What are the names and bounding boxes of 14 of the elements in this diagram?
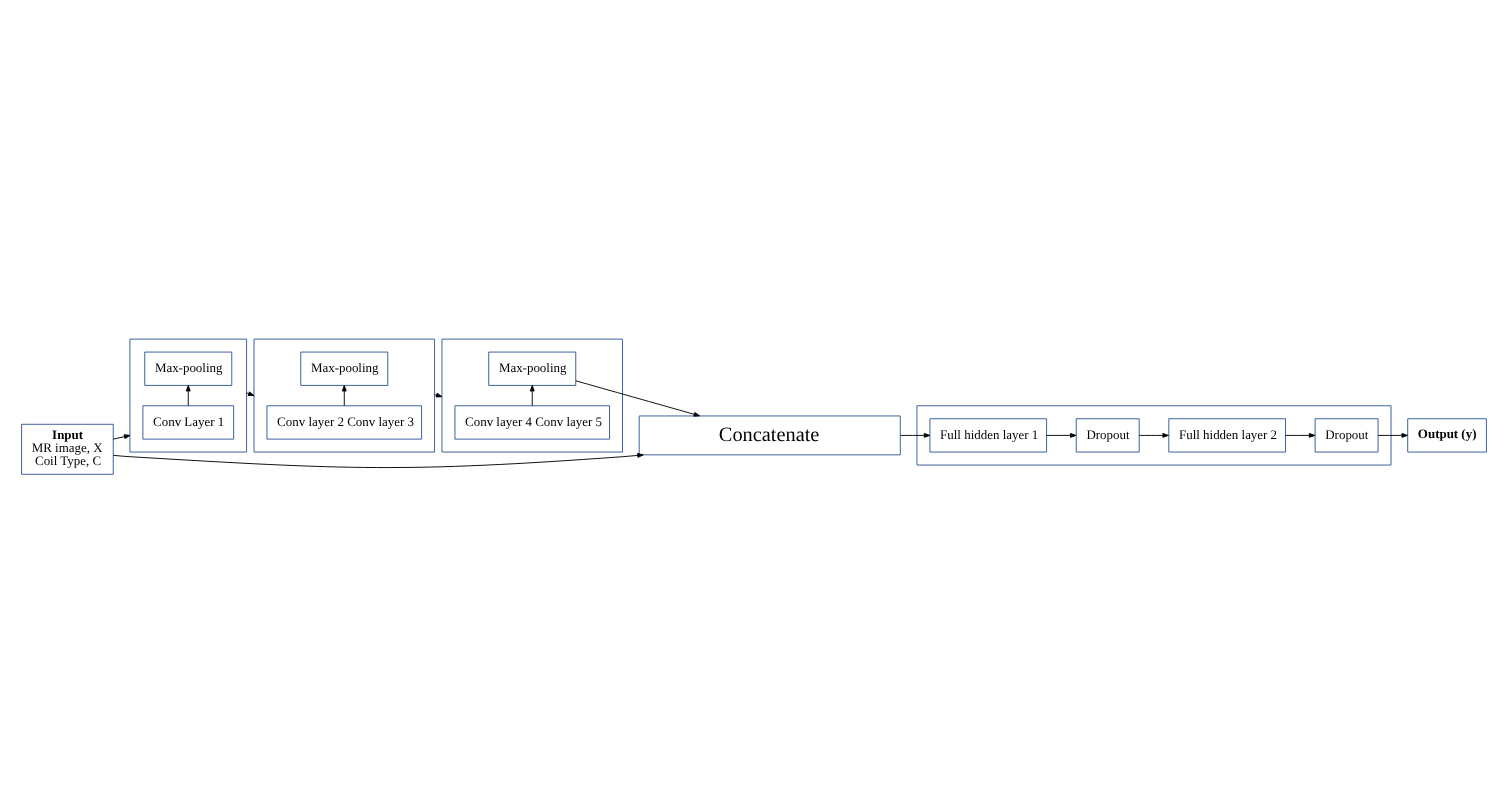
arrow xyxy=(575,379,701,416)
arrow xyxy=(529,384,535,406)
arrow xyxy=(341,384,347,406)
arrow xyxy=(900,432,931,437)
arrow xyxy=(1377,432,1408,437)
cluster xyxy=(441,337,623,452)
cluster xyxy=(916,404,1392,465)
arrow xyxy=(1285,432,1316,437)
arrow xyxy=(246,390,255,396)
arrow xyxy=(1138,432,1169,437)
arrow xyxy=(185,384,191,406)
arrow xyxy=(112,452,644,467)
arrow xyxy=(112,433,131,439)
arrow xyxy=(1046,432,1077,437)
